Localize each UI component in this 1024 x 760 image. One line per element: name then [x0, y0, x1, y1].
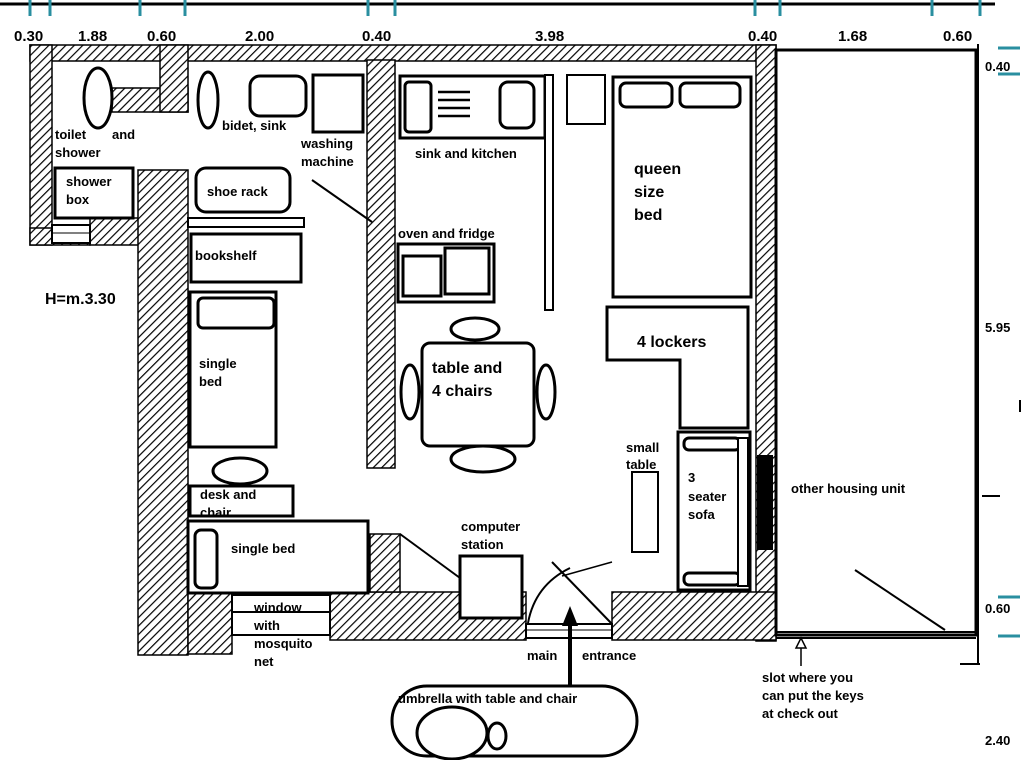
- label-bed: bed: [634, 207, 662, 224]
- dim-top-9: 0.60: [943, 28, 972, 45]
- dim-top-1: 0.30: [14, 28, 43, 45]
- pillow-right: [678, 81, 742, 109]
- label-shower-box-2: box: [66, 192, 90, 207]
- label-slot-2: can put the keys: [762, 688, 864, 703]
- bookshelf: [189, 232, 303, 284]
- nightstand: [566, 74, 606, 125]
- sofa-back: [737, 437, 749, 587]
- umbrella-chair-small: [486, 721, 508, 751]
- door-swing-arc: [527, 567, 571, 624]
- label-shoe-rack: shoe rack: [207, 184, 268, 199]
- label-window: window: [253, 600, 303, 615]
- label-sofa-3: 3: [688, 470, 695, 485]
- label-shower: shower: [55, 145, 101, 160]
- shoe-rack: [194, 166, 292, 214]
- chair-right: [535, 363, 557, 421]
- label-toilet: toilet: [55, 127, 87, 142]
- label-net: net: [254, 654, 274, 669]
- top-dimension-line: 0.30 1.88 0.60 2.00 0.40 3.98 0.40 1.68 …: [0, 0, 995, 45]
- label-oven-fridge: oven and fridge: [398, 226, 495, 241]
- label-single-bed-2: single bed: [231, 541, 295, 556]
- chair-top: [449, 316, 501, 342]
- walls: [29, 44, 777, 656]
- label-other-unit: other housing unit: [791, 481, 906, 496]
- unit-separator-black: [757, 455, 773, 550]
- sofa-arm-bottom: [682, 571, 742, 587]
- bath-door-threshold: [51, 224, 91, 244]
- label-size: size: [634, 184, 664, 201]
- dim-top-4: 2.00: [245, 28, 274, 45]
- label-bidet-sink: bidet, sink: [222, 118, 287, 133]
- label-sofa: sofa: [688, 507, 716, 522]
- stove-icon: [403, 80, 433, 134]
- label-station: station: [461, 537, 504, 552]
- partition-wall: [544, 74, 554, 311]
- label-height: H=m.3.30: [45, 291, 116, 308]
- label-chairs: 4 chairs: [432, 383, 493, 400]
- label-desk-chair: chair: [200, 505, 231, 520]
- door-leaf: [551, 561, 613, 625]
- label-machine: machine: [301, 154, 354, 169]
- label-sofa-seater: seater: [688, 489, 726, 504]
- dim-right-2: 5.95: [985, 320, 1010, 335]
- dim-top-2: 1.88: [78, 28, 107, 45]
- dim-right-1: 0.40: [985, 59, 1010, 74]
- queen-size-bed: [611, 75, 753, 299]
- label-slot-3: at check out: [762, 706, 839, 721]
- label-with: with: [253, 618, 280, 633]
- dim-top-5: 0.40: [362, 28, 391, 45]
- dim-top-6: 3.98: [535, 28, 564, 45]
- label-entrance: entrance: [582, 648, 636, 663]
- dim-right-4: 2.40: [985, 733, 1010, 748]
- label-slot-1: slot where you: [762, 670, 853, 685]
- label-single-bed-1b: bed: [199, 374, 222, 389]
- bidet-icon: [196, 70, 220, 130]
- label-washing: washing: [300, 136, 353, 151]
- dim-top-8: 1.68: [838, 28, 867, 45]
- label-table-small: table: [626, 457, 656, 472]
- single-bed-2-pillow: [193, 528, 219, 590]
- label-table: table and: [432, 360, 502, 377]
- dim-top-3: 0.60: [147, 28, 176, 45]
- single-bed-1-pillow: [196, 296, 276, 330]
- desk: [188, 484, 295, 518]
- label-shower-box-1: shower: [66, 174, 112, 189]
- label-sink-kitchen: sink and kitchen: [415, 146, 517, 161]
- right-dimension-line: 0.40 5.95 0.60 2.40: [960, 44, 1021, 748]
- label-queen: queen: [634, 161, 681, 178]
- label-main: main: [527, 648, 557, 663]
- label-umbrella: umbrella with table and chair: [398, 691, 577, 706]
- shower-box: [53, 166, 135, 220]
- other-housing-unit: [774, 48, 978, 637]
- umbrella-chair: [415, 705, 489, 760]
- dim-top-7: 0.40: [748, 28, 777, 45]
- sofa-arm-top: [682, 436, 742, 452]
- chair-bottom: [449, 444, 517, 474]
- label-lockers: 4 lockers: [637, 334, 706, 351]
- label-small: small: [626, 440, 659, 455]
- toilet-icon: [82, 66, 114, 130]
- washing-machine: [311, 73, 365, 134]
- dim-right-3: 0.60: [985, 601, 1010, 616]
- desk-chair: [211, 456, 269, 486]
- pillow-left: [618, 81, 674, 109]
- label-computer: computer: [461, 519, 520, 534]
- bookshelf-ledge: [187, 217, 305, 228]
- lockers-block: [605, 305, 750, 430]
- kitchen-sink-icon: [498, 80, 536, 130]
- label-bookshelf: bookshelf: [195, 248, 257, 263]
- small-table: [631, 471, 659, 553]
- label-toilet-and: and: [112, 127, 135, 142]
- label-desk: desk and: [200, 487, 256, 502]
- label-single-bed-1a: single: [199, 356, 237, 371]
- computer-station: [458, 554, 524, 620]
- label-mosquito: mosquito: [254, 636, 313, 651]
- sink-icon: [248, 74, 308, 118]
- window-wall-gap: [231, 594, 331, 636]
- chair-left: [399, 363, 421, 421]
